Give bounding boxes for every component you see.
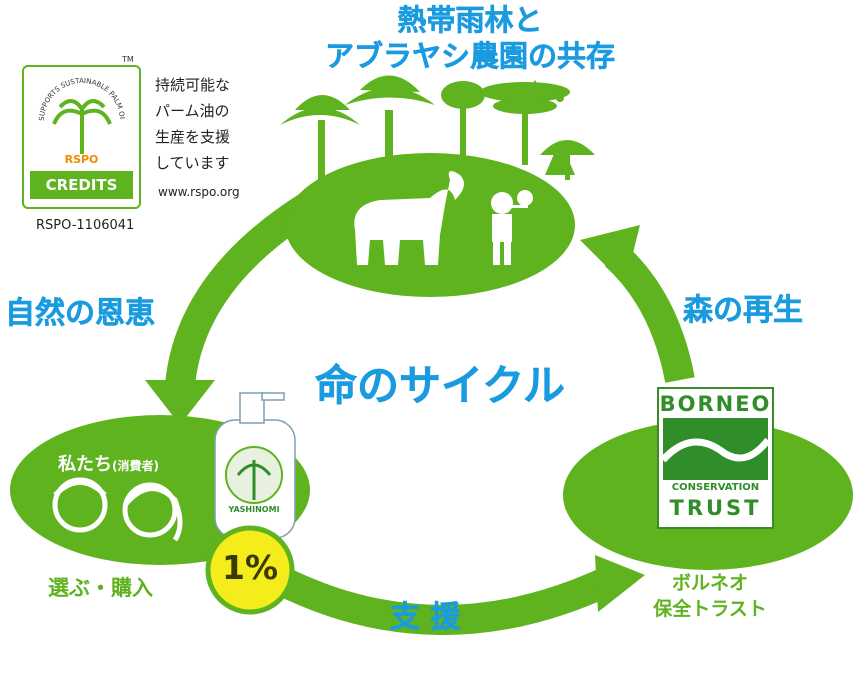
arrow-left-head — [145, 380, 215, 425]
consumer-title-note: (消費者) — [112, 459, 159, 473]
bct-caption-line-2: 保全トラスト — [653, 598, 767, 620]
product-brand: YASHINOMI — [228, 505, 280, 514]
label-right-arrow: 森の再生 — [683, 293, 804, 329]
rspo-desc-line-3: 生産を支援 — [155, 128, 231, 146]
title-line-1: 熱帯雨林と — [397, 3, 543, 38]
yashinomi-bottle — [214, 392, 296, 539]
center-cycle-label: 命のサイクル — [315, 361, 565, 411]
bct-logo-mid: CONSERVATION — [671, 482, 760, 493]
consumer-faces — [52, 477, 183, 542]
one-percent-text: 1% — [221, 548, 279, 587]
arrow-bottom-head — [595, 555, 645, 612]
title-line-2: アブラヤシ農園の共存 — [324, 39, 616, 74]
rspo-emblem: SUPPORTS SUSTAINABLE PALM OIL — [32, 69, 126, 154]
elephant-child-silhouette — [354, 171, 533, 265]
label-bottom-arrow: 支 援 — [390, 600, 461, 636]
bct-caption: ボルネオ 保全トラスト — [640, 570, 780, 622]
bct-caption-line-1: ボルネオ — [671, 572, 748, 594]
arrow-left-curve — [165, 192, 318, 387]
consumer-action: 選ぶ・購入 — [48, 576, 153, 600]
rspo-tm: TM — [122, 55, 134, 64]
consumer-title: 私たち(消費者) — [58, 450, 159, 476]
one-percent-badge — [205, 525, 295, 615]
rspo-logo: TM SUPPORTS SUSTAINABLE PALM OIL RSPO CR… — [22, 55, 141, 209]
rspo-brand: RSPO — [64, 153, 99, 166]
label-left-arrow: 自然の恩恵 — [5, 296, 156, 332]
arrow-right-head — [580, 225, 640, 285]
rspo-url: www.rspo.org — [158, 185, 240, 199]
rspo-description: 持続可能な パーム油の 生産を支援 しています — [155, 72, 230, 176]
arrow-bottom-curve — [273, 566, 617, 635]
rspo-credits: CREDITS — [30, 171, 133, 199]
rspo-desc-line-1: 持続可能な — [155, 76, 231, 94]
rspo-desc-line-2: パーム油の — [155, 102, 230, 120]
bct-logo-top: BORNEO — [659, 392, 772, 416]
page-title: 熱帯雨林と アブラヤシ農園の共存 — [280, 2, 660, 74]
rainforest-silhouettes — [280, 75, 595, 180]
consumer-title-text: 私たち — [58, 454, 112, 475]
bct-logo-river — [660, 437, 771, 463]
rspo-id: RSPO-1106041 — [36, 218, 135, 233]
bct-logo-bottom: TRUST — [669, 496, 762, 520]
rspo-desc-line-4: しています — [155, 154, 230, 172]
